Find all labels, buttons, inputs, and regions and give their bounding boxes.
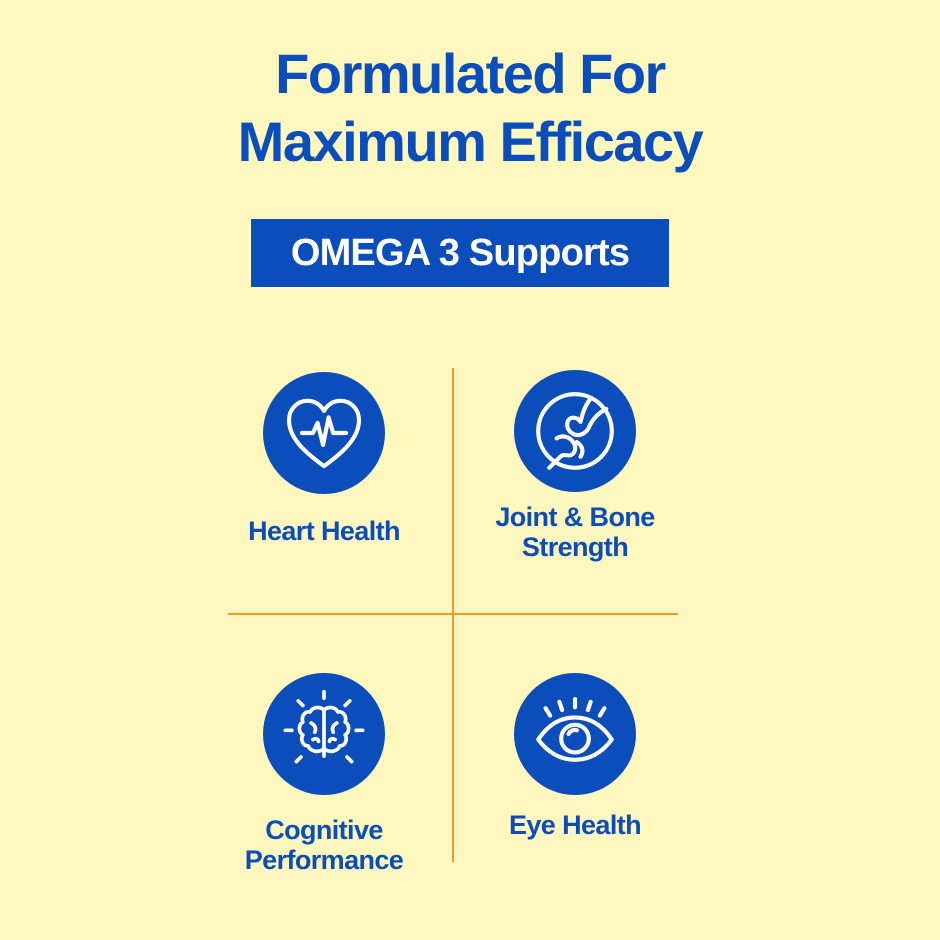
- horizontal-divider: [228, 613, 678, 615]
- omega-3-banner: OMEGA 3 Supports: [251, 219, 669, 287]
- headline-line-2: Maximum Efficacy: [237, 110, 704, 173]
- vertical-divider: [452, 368, 454, 862]
- benefit-joint-bone-strength: Joint & Bone Strength: [455, 370, 695, 562]
- benefit-label-line-1: Eye Health: [508, 810, 642, 840]
- benefit-label-line-2: Performance: [244, 845, 404, 875]
- benefit-cognitive-performance: Cognitive Performance: [204, 673, 444, 875]
- joint-bone-icon: [514, 370, 636, 492]
- headline: Formulated For Maximum Efficacy: [0, 40, 940, 176]
- benefit-label-line-1: Joint & Bone: [495, 502, 655, 532]
- banner-label: OMEGA 3 Supports: [290, 231, 630, 274]
- benefit-label-line-2: Strength: [521, 532, 629, 562]
- eye-icon: [514, 673, 636, 795]
- headline-line-1: Formulated For: [275, 42, 666, 105]
- benefit-heart-health: Heart Health: [204, 372, 444, 546]
- heart-pulse-icon: [263, 372, 385, 494]
- brain-icon: [263, 673, 385, 795]
- benefit-label-line-1: Cognitive: [265, 815, 383, 845]
- benefit-eye-health: Eye Health: [455, 673, 695, 840]
- benefit-label-line-1: Heart Health: [248, 516, 400, 546]
